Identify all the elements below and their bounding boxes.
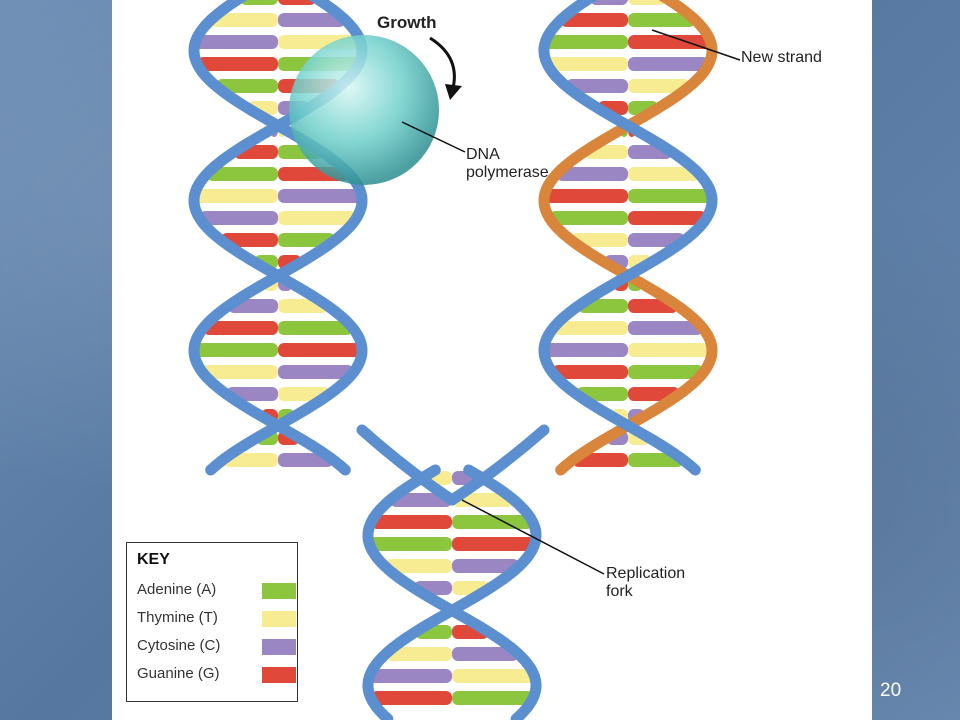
base-pair-segment bbox=[545, 35, 628, 49]
fork-strand-1 bbox=[446, 424, 550, 506]
base-pair-segment bbox=[210, 13, 278, 27]
key-item-label: Cytosine (C) bbox=[137, 637, 221, 654]
base-pair-segment bbox=[553, 321, 628, 335]
base-pair-segment bbox=[278, 189, 362, 203]
key-item-cytosine: Cytosine (C) bbox=[137, 637, 297, 657]
key-item-label: Guanine (G) bbox=[137, 665, 220, 682]
base-pair-segment bbox=[544, 189, 628, 203]
base-pair-segment bbox=[628, 13, 696, 27]
key-title: KEY bbox=[137, 551, 170, 568]
base-pair-segment bbox=[628, 79, 691, 93]
base-pair-segment bbox=[628, 167, 700, 181]
base-pair-segment bbox=[549, 211, 628, 225]
key-item-label: Adenine (A) bbox=[137, 581, 217, 598]
base-pair-segment bbox=[278, 343, 362, 357]
base-pair-segment bbox=[452, 537, 535, 551]
base-pair-segment bbox=[278, 321, 353, 335]
base-pair-segment bbox=[278, 365, 354, 379]
base-pair-segment bbox=[452, 669, 535, 683]
base-pair-segment bbox=[199, 211, 278, 225]
base-pair-segment bbox=[369, 669, 452, 683]
base-pair-segment bbox=[278, 233, 336, 247]
base-pair-segment bbox=[560, 13, 628, 27]
base-pair-segment bbox=[628, 57, 709, 71]
dna-polymerase-label: DNA polymerase bbox=[466, 146, 549, 181]
base-pair-segment bbox=[240, 0, 278, 5]
polymerase-leader bbox=[401, 121, 466, 153]
base-pair-segment bbox=[371, 515, 452, 529]
base-pair-segment bbox=[628, 211, 707, 225]
new-strand-label: New strand bbox=[741, 49, 822, 66]
base-pair-segment bbox=[206, 167, 278, 181]
base-pair-segment bbox=[570, 233, 628, 247]
key-legend: KEY Adenine (A) Thymine (T) Cytosine (C)… bbox=[126, 542, 298, 702]
base-pair-segment bbox=[220, 233, 278, 247]
fork-strand-0 bbox=[356, 424, 458, 506]
base-pair-segment bbox=[370, 691, 452, 705]
base-pair-segment bbox=[628, 233, 686, 247]
base-pair-segment bbox=[628, 0, 666, 5]
base-pair-segment bbox=[194, 189, 278, 203]
base-pair-segment bbox=[547, 57, 628, 71]
base-pair-segment bbox=[278, 13, 346, 27]
base-pair-segment bbox=[197, 57, 278, 71]
right-helix-strand-a bbox=[538, 0, 718, 476]
right-helix-strand-b bbox=[538, 0, 718, 476]
left-helix-strand-b bbox=[188, 0, 368, 476]
parent-helix-strand-b bbox=[362, 464, 542, 720]
base-pair-segment bbox=[452, 691, 534, 705]
base-pair-segment bbox=[384, 559, 452, 573]
parent-helix-strand-a bbox=[362, 464, 542, 720]
base-pair-segment bbox=[195, 35, 278, 49]
base-pair-segment bbox=[552, 365, 628, 379]
base-pair-segment bbox=[385, 647, 452, 661]
base-pair-segment bbox=[202, 365, 278, 379]
cytosine-swatch bbox=[262, 639, 296, 655]
key-item-thymine: Thymine (T) bbox=[137, 609, 297, 629]
base-pair-segment bbox=[452, 559, 520, 573]
replication-fork-label: Replication fork bbox=[606, 565, 686, 600]
dna-polymerase-enzyme bbox=[289, 29, 741, 575]
key-item-guanine: Guanine (G) bbox=[137, 665, 297, 685]
base-pair-segment bbox=[278, 211, 357, 225]
base-pair-segment bbox=[628, 35, 711, 49]
base-pair-segment bbox=[628, 343, 712, 357]
base-pair-segment bbox=[628, 321, 703, 335]
adenine-swatch bbox=[262, 583, 296, 599]
base-pair-segment bbox=[628, 365, 704, 379]
page-number: 20 bbox=[880, 680, 902, 701]
base-pair-segment bbox=[565, 79, 628, 93]
base-pair-segment bbox=[452, 647, 519, 661]
growth-arrowhead bbox=[445, 84, 462, 100]
key-item-adenine: Adenine (A) bbox=[137, 581, 297, 601]
key-item-label: Thymine (T) bbox=[137, 609, 218, 626]
base-pair-segment bbox=[628, 189, 712, 203]
fork-leader bbox=[461, 499, 605, 575]
base-pair-segment bbox=[203, 321, 278, 335]
dna-polymerase-sphere bbox=[289, 35, 439, 185]
base-pair-segment bbox=[194, 343, 278, 357]
base-pair-segment bbox=[215, 79, 278, 93]
base-pair-segment bbox=[452, 515, 533, 529]
base-pair-segment bbox=[544, 343, 628, 357]
guanine-swatch bbox=[262, 667, 296, 683]
base-pair-segment bbox=[556, 167, 628, 181]
thymine-swatch bbox=[262, 611, 296, 627]
growth-label: Growth bbox=[377, 13, 437, 32]
base-pair-segment bbox=[590, 0, 628, 5]
base-pair-segment bbox=[390, 493, 452, 507]
new-strand-leader bbox=[651, 29, 741, 61]
dna-replication-diagram bbox=[188, 0, 741, 720]
base-pair-segment bbox=[278, 0, 316, 5]
base-pair-segment bbox=[369, 537, 452, 551]
